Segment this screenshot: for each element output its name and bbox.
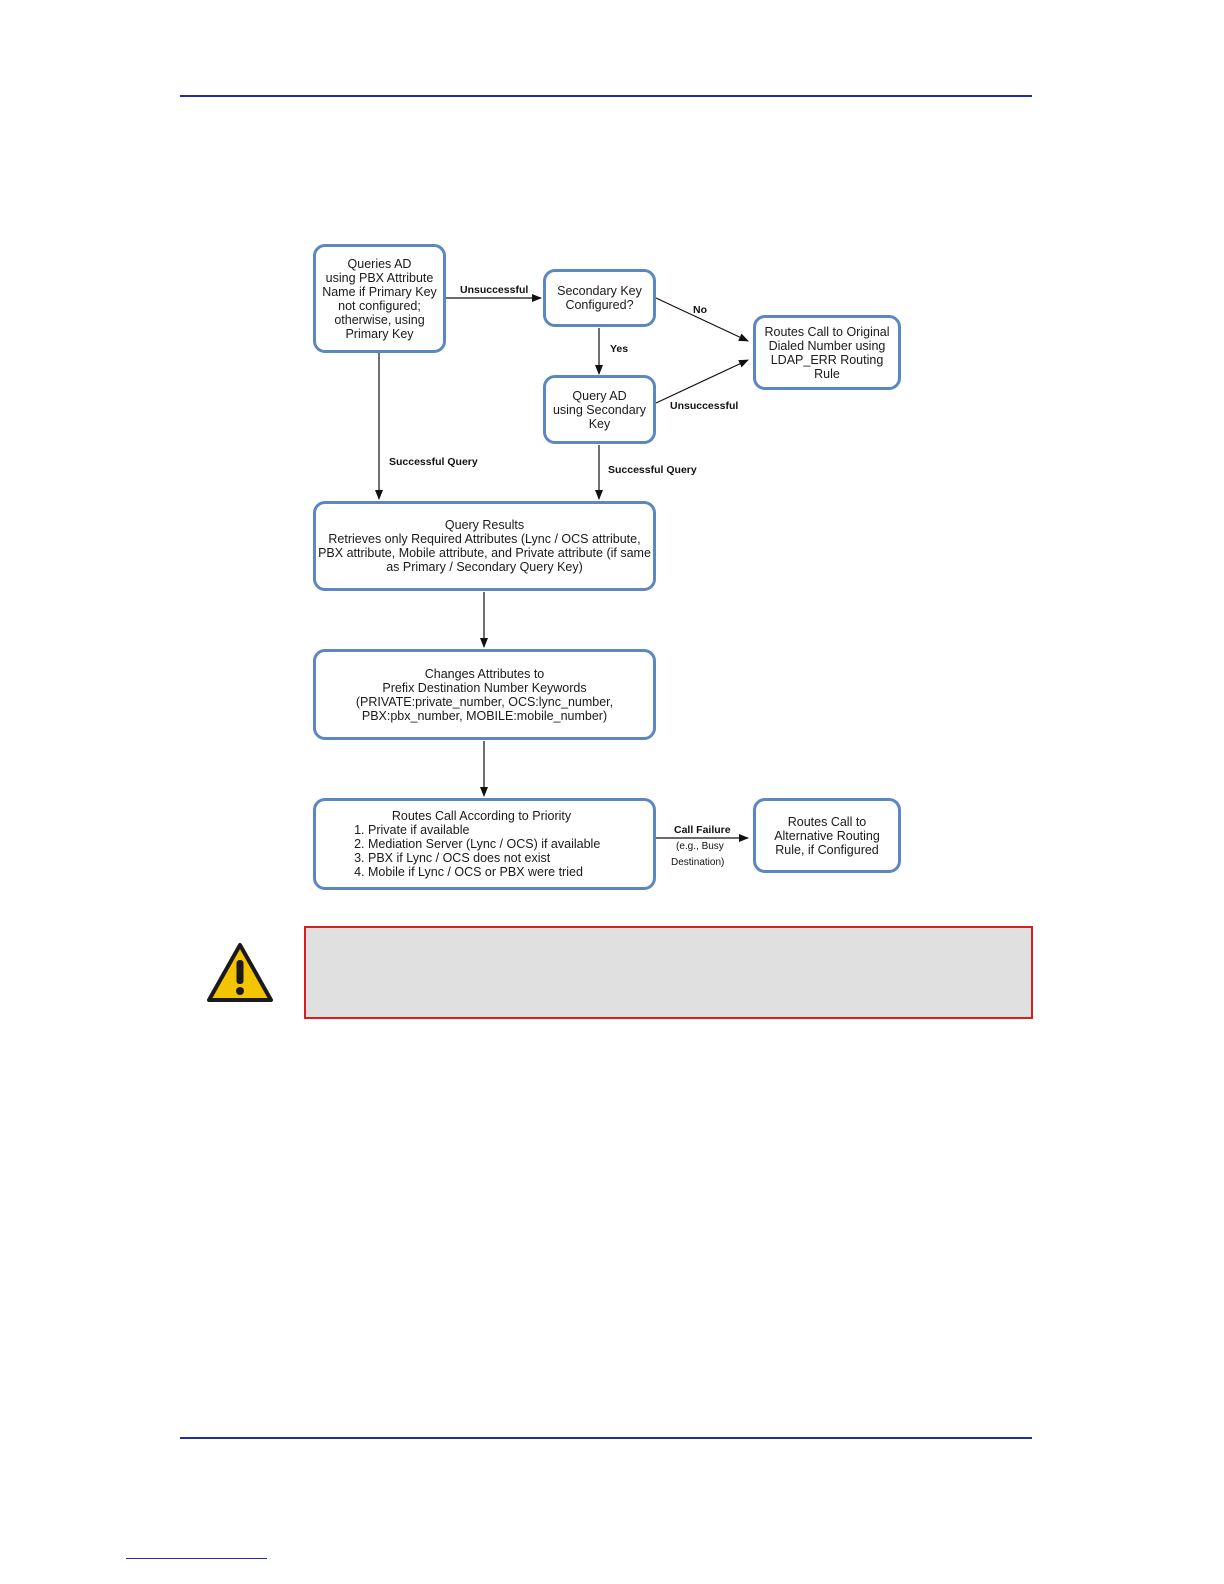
edge-label-yes: Yes bbox=[610, 343, 629, 355]
node-query-primary: Queries AD using PBX Attribute Name if P… bbox=[313, 244, 446, 353]
node-text: not configured; bbox=[338, 298, 421, 313]
node-text: Key bbox=[588, 416, 611, 431]
node-text: using Secondary bbox=[552, 402, 647, 417]
list-item: Mobile if Lync / OCS or PBX were tried bbox=[368, 865, 600, 879]
edge-label-no: No bbox=[693, 304, 707, 316]
edge-label-call-failure-note-2: Destination) bbox=[671, 857, 725, 868]
edge-label-unsuccessful-2: Unsuccessful bbox=[670, 400, 739, 412]
list-item: Private if available bbox=[368, 823, 600, 837]
footer-link-underline bbox=[126, 1558, 267, 1559]
header-rule bbox=[180, 95, 1032, 97]
warning-icon bbox=[206, 942, 274, 1004]
node-text: Routes Call to Original bbox=[764, 324, 890, 339]
node-text: Primary Key bbox=[345, 326, 414, 341]
node-routes-priority: Routes Call According to Priority Privat… bbox=[313, 798, 656, 890]
node-query-results: Query Results Retrieves only Required At… bbox=[313, 501, 656, 591]
edge-label-call-failure: Call Failure bbox=[674, 824, 731, 836]
node-query-secondary: Query AD using Secondary Key bbox=[543, 375, 656, 444]
node-changes-attributes: Changes Attributes to Prefix Destination… bbox=[313, 649, 656, 740]
list-item: PBX if Lync / OCS does not exist bbox=[368, 851, 600, 865]
node-secondary-key-configured: Secondary Key Configured? bbox=[543, 269, 656, 327]
node-text: Retrieves only Required Attributes (Lync… bbox=[328, 532, 641, 546]
node-text: Rule, if Configured bbox=[775, 842, 879, 857]
node-text: as Primary / Secondary Query Key) bbox=[386, 560, 583, 574]
node-text: Secondary Key bbox=[557, 284, 642, 298]
node-route-alternative: Routes Call to Alternative Routing Rule,… bbox=[753, 798, 901, 873]
node-text: Query Results bbox=[444, 518, 525, 532]
footer-rule bbox=[180, 1437, 1032, 1439]
node-text: PBX:pbx_number, MOBILE:mobile_number) bbox=[361, 708, 608, 723]
node-text: otherwise, using bbox=[334, 312, 425, 327]
node-text: (PRIVATE:private_number, OCS:lync_number… bbox=[355, 694, 614, 709]
priority-list: Private if available Mediation Server (L… bbox=[346, 823, 600, 879]
node-text: Alternative Routing bbox=[774, 828, 880, 843]
node-text: Query AD bbox=[572, 388, 627, 403]
node-text: LDAP_ERR Routing bbox=[770, 352, 884, 367]
node-text: using PBX Attribute bbox=[325, 270, 434, 285]
note-box bbox=[304, 926, 1033, 1019]
node-text: Routes Call to bbox=[787, 814, 867, 829]
edge-label-call-failure-note-1: (e.g., Busy bbox=[676, 841, 724, 852]
node-text: PBX attribute, Mobile attribute, and Pri… bbox=[318, 546, 651, 560]
node-text: Changes Attributes to bbox=[424, 666, 545, 681]
list-item: Mediation Server (Lync / OCS) if availab… bbox=[368, 837, 600, 851]
node-text: Name if Primary Key bbox=[322, 284, 437, 299]
node-text: Configured? bbox=[565, 298, 634, 312]
edge-label-successful-2: Successful Query bbox=[608, 464, 697, 476]
edge-no bbox=[655, 297, 749, 342]
edge-label-unsuccessful-1: Unsuccessful bbox=[460, 284, 529, 296]
node-text: Queries AD bbox=[347, 256, 412, 271]
edge-unsuccessful-secondary bbox=[655, 359, 749, 404]
edge-label-successful-1: Successful Query bbox=[389, 456, 478, 468]
node-route-original: Routes Call to Original Dialed Number us… bbox=[753, 315, 901, 390]
node-title: Routes Call According to Priority bbox=[391, 809, 572, 823]
node-text: Dialed Number using bbox=[768, 338, 886, 353]
node-text: Rule bbox=[814, 366, 840, 381]
node-text: Prefix Destination Number Keywords bbox=[382, 680, 587, 695]
